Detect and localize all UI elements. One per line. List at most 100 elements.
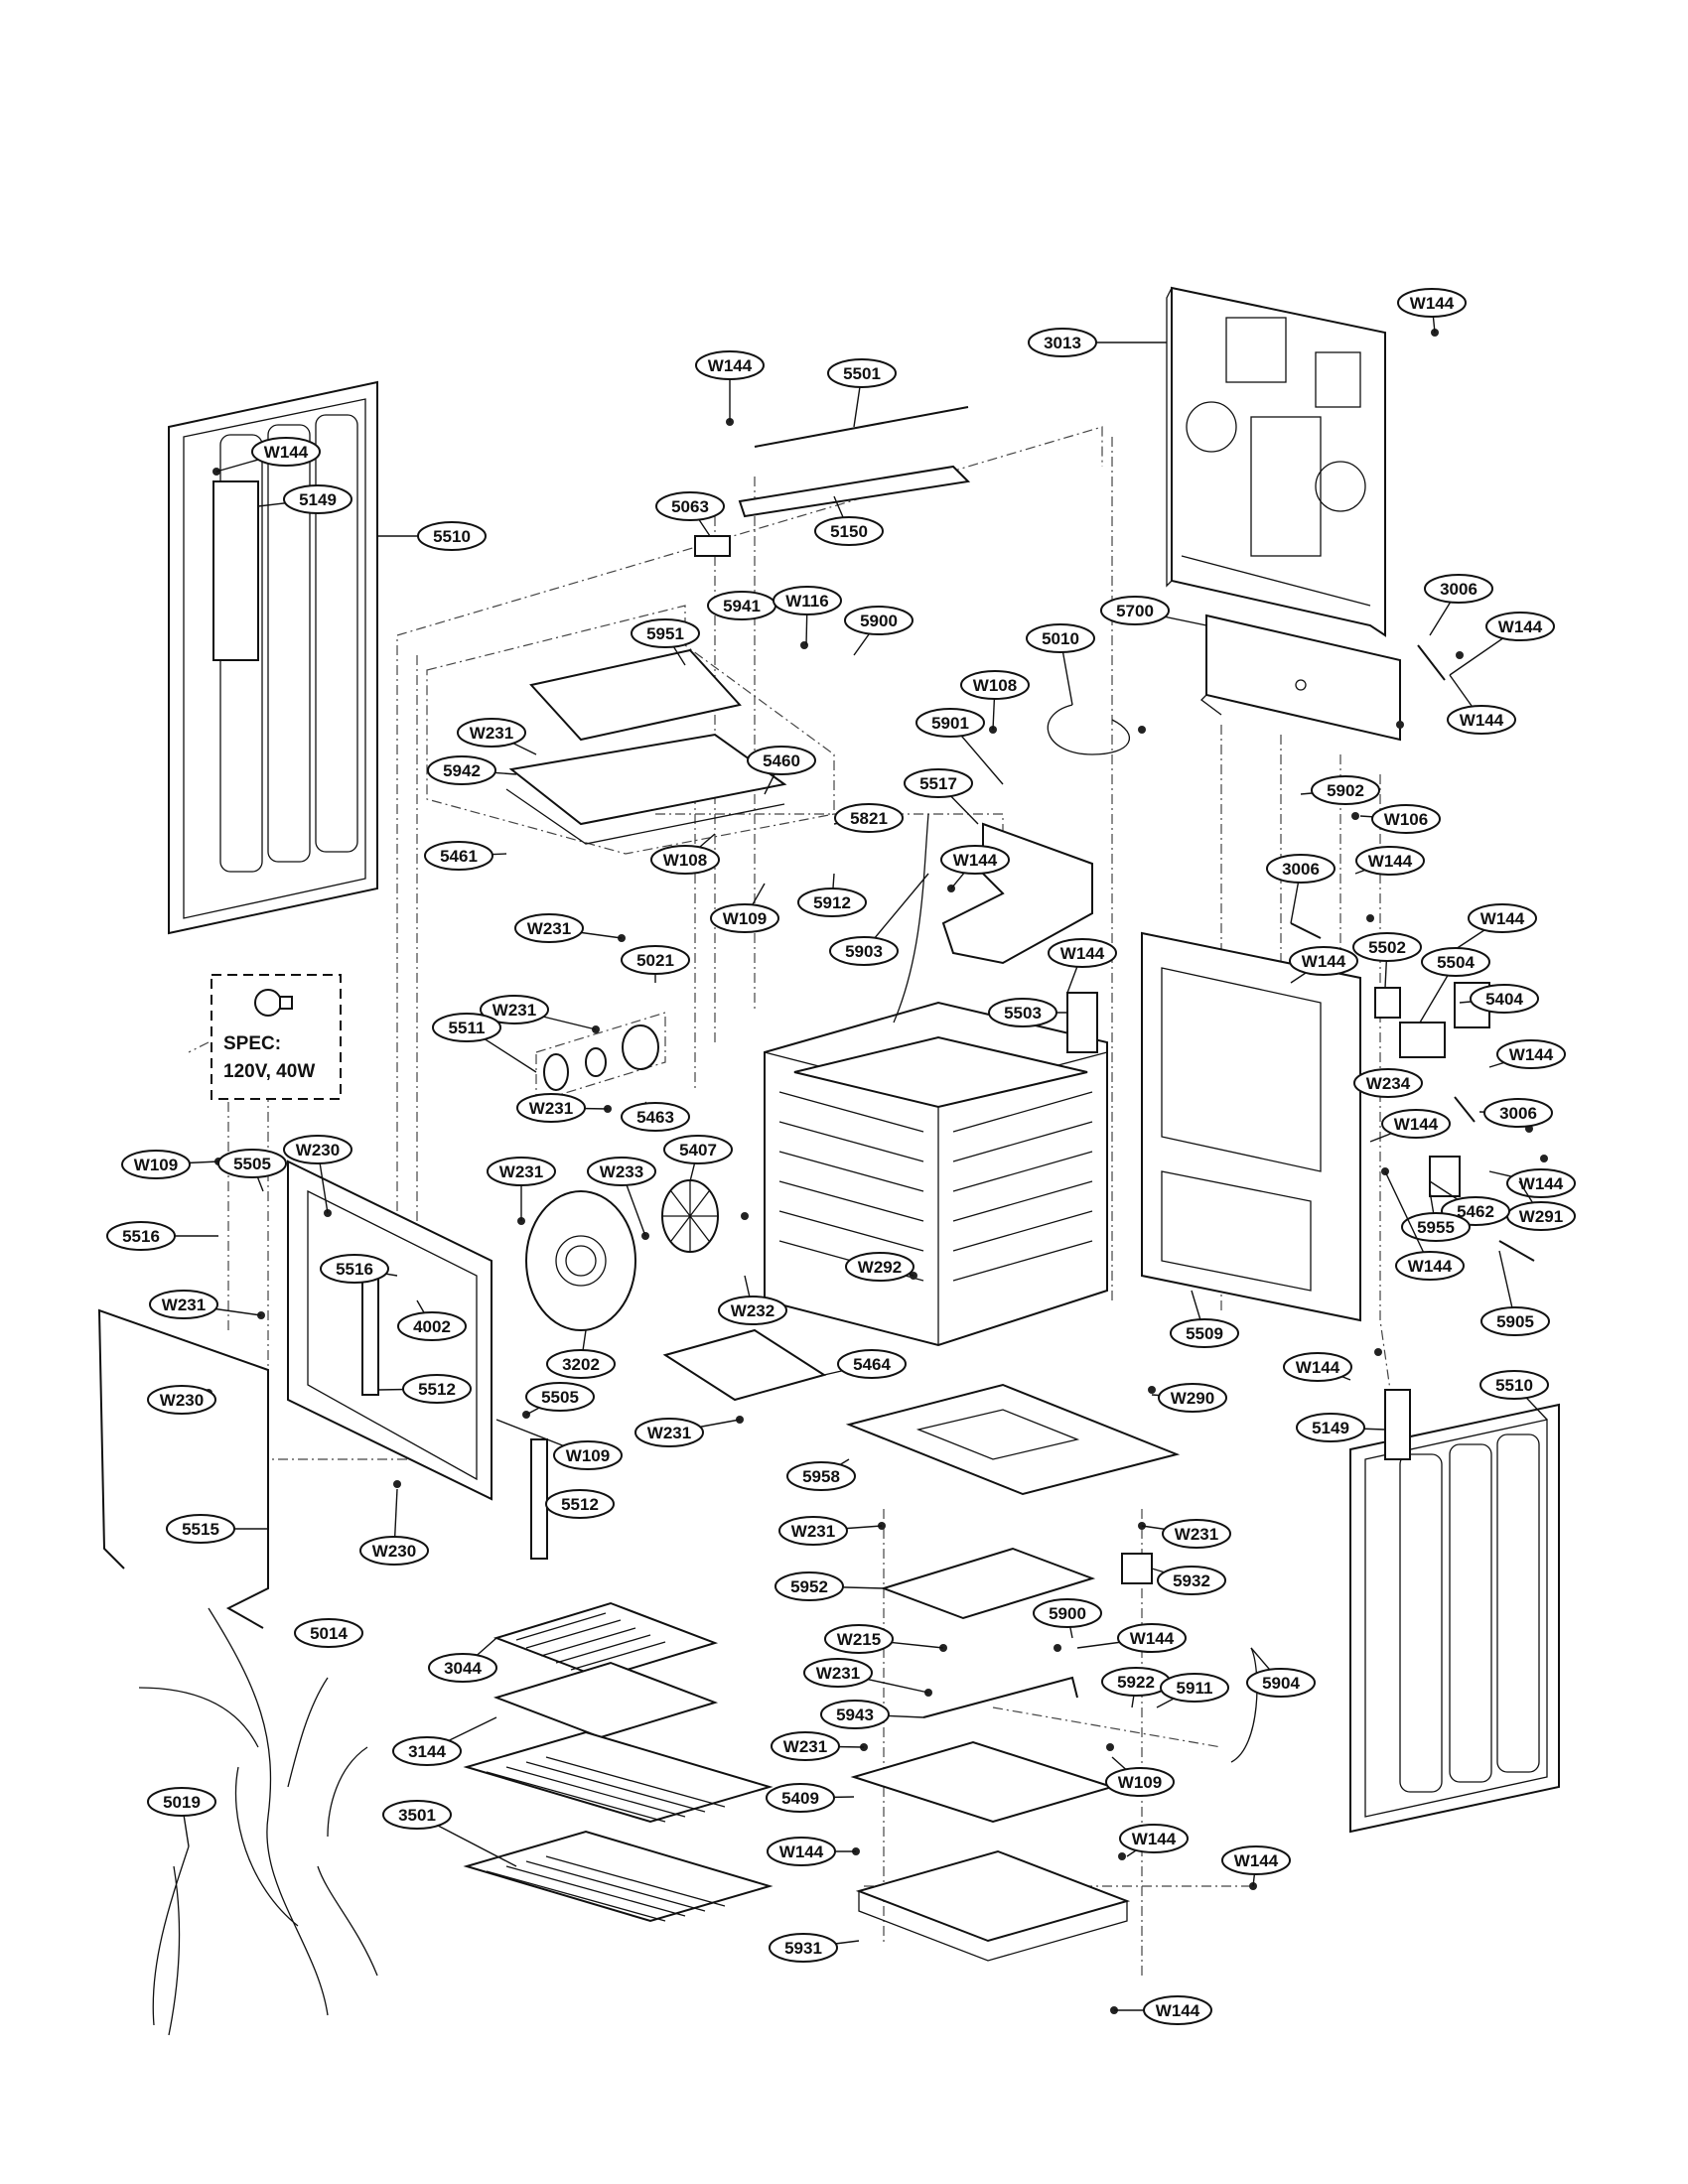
part-callout[interactable]: 5505: [525, 1382, 595, 1416]
part-callout[interactable]: W144: [215, 437, 321, 473]
part-callout[interactable]: 3006: [1424, 574, 1493, 636]
part-callout[interactable]: W144: [767, 1837, 856, 1866]
part-callout[interactable]: W144: [1114, 1995, 1212, 2025]
part-callout[interactable]: W109: [495, 1419, 623, 1470]
part-callout[interactable]: W109: [710, 883, 779, 933]
part-callout[interactable]: W144: [1447, 674, 1516, 735]
part-callout[interactable]: W144: [1384, 1170, 1465, 1281]
part-callout[interactable]: 5955: [1401, 1190, 1471, 1242]
part-callout[interactable]: 5512: [377, 1374, 472, 1404]
part-callout[interactable]: W234: [1353, 1068, 1423, 1098]
part-callout[interactable]: W231: [457, 718, 537, 755]
part-callout[interactable]: W231: [771, 1731, 865, 1761]
part-callout[interactable]: W231: [634, 1418, 741, 1447]
part-callout[interactable]: W109: [1105, 1756, 1175, 1797]
part-callout[interactable]: W232: [718, 1275, 787, 1325]
part-callout[interactable]: 5010: [1026, 623, 1095, 706]
part-callout[interactable]: 5407: [663, 1135, 733, 1182]
part-callout[interactable]: 5409: [766, 1783, 855, 1813]
part-callout[interactable]: 5932: [1151, 1566, 1226, 1595]
part-callout[interactable]: 5821: [833, 803, 904, 833]
part-callout[interactable]: W231: [487, 1157, 556, 1221]
part-callout[interactable]: 5942: [427, 755, 517, 785]
part-callout[interactable]: 5512: [545, 1489, 615, 1519]
part-callout[interactable]: 5019: [147, 1787, 216, 1847]
part-callout[interactable]: 5900: [1033, 1598, 1102, 1639]
part-callout[interactable]: W144: [1354, 846, 1425, 876]
part-callout[interactable]: 5021: [621, 945, 690, 983]
part-callout[interactable]: 5501: [827, 358, 897, 428]
part-callout[interactable]: W144: [1449, 612, 1555, 676]
part-callout[interactable]: 5941: [707, 591, 776, 620]
part-callout[interactable]: 5951: [631, 618, 700, 666]
part-callout[interactable]: W144: [1488, 1039, 1566, 1069]
part-callout[interactable]: 5901: [915, 708, 1004, 785]
part-callout[interactable]: W231: [778, 1516, 883, 1546]
part-callout[interactable]: 5510: [377, 521, 487, 551]
part-callout[interactable]: 5952: [774, 1571, 885, 1601]
part-callout[interactable]: W230: [359, 1488, 429, 1566]
part-callout[interactable]: 5511: [432, 1013, 537, 1073]
part-callout[interactable]: 5903: [829, 873, 929, 966]
part-callout[interactable]: 5464: [823, 1349, 907, 1379]
part-callout[interactable]: 5149: [257, 484, 352, 514]
part-callout[interactable]: 5905: [1480, 1250, 1550, 1336]
part-callout[interactable]: 5516: [320, 1254, 398, 1284]
part-callout[interactable]: 5902: [1300, 775, 1380, 805]
part-callout[interactable]: W144: [1119, 1824, 1189, 1857]
part-callout[interactable]: W231: [514, 913, 623, 943]
part-callout[interactable]: W108: [960, 670, 1030, 731]
part-callout[interactable]: W144: [1449, 903, 1537, 954]
part-callout[interactable]: W144: [1076, 1623, 1187, 1653]
part-callout[interactable]: 5404: [1459, 984, 1539, 1014]
part-callout[interactable]: 5911: [1156, 1673, 1229, 1708]
part-callout[interactable]: 3501: [382, 1800, 517, 1867]
part-callout[interactable]: W144: [1048, 938, 1117, 994]
part-callout[interactable]: W108: [650, 833, 720, 875]
part-callout[interactable]: 3202: [546, 1329, 616, 1379]
part-callout[interactable]: W292: [845, 1252, 914, 1282]
part-callout[interactable]: 5517: [904, 768, 979, 825]
part-callout[interactable]: W109: [121, 1150, 219, 1179]
part-callout[interactable]: W106: [1359, 804, 1441, 834]
part-callout[interactable]: 5063: [655, 491, 725, 537]
part-callout[interactable]: 5510: [1479, 1370, 1549, 1421]
part-callout[interactable]: W290: [1151, 1383, 1227, 1413]
part-callout[interactable]: W144: [695, 350, 765, 422]
part-callout[interactable]: 5516: [106, 1221, 218, 1251]
part-callout[interactable]: 5931: [769, 1933, 860, 1963]
part-callout[interactable]: 5150: [814, 495, 884, 546]
part-callout[interactable]: 4002: [397, 1299, 467, 1341]
part-callout[interactable]: W144: [1221, 1845, 1291, 1887]
part-callout[interactable]: W231: [480, 995, 597, 1030]
part-callout[interactable]: W144: [1369, 1109, 1451, 1143]
part-callout[interactable]: 3044: [428, 1637, 497, 1683]
part-callout[interactable]: W231: [1141, 1519, 1231, 1549]
part-callout[interactable]: W230: [283, 1135, 352, 1214]
part-callout[interactable]: 5700: [1100, 596, 1207, 626]
part-callout[interactable]: W230: [147, 1385, 216, 1415]
part-callout[interactable]: 5505: [217, 1149, 287, 1192]
part-callout[interactable]: 5509: [1170, 1290, 1239, 1348]
part-callout[interactable]: 5463: [621, 1101, 690, 1132]
part-callout[interactable]: 5958: [786, 1458, 856, 1491]
part-callout[interactable]: 5904: [1246, 1647, 1316, 1698]
part-callout[interactable]: 5943: [820, 1700, 924, 1729]
part-callout[interactable]: W231: [149, 1290, 262, 1319]
part-callout[interactable]: W144: [1397, 288, 1467, 334]
part-callout[interactable]: 5503: [988, 998, 1067, 1027]
part-callout[interactable]: 5460: [747, 746, 816, 795]
part-callout[interactable]: 5515: [166, 1514, 268, 1544]
part-callout[interactable]: 3006: [1266, 854, 1336, 924]
part-callout[interactable]: W215: [824, 1624, 944, 1654]
part-callout[interactable]: 5504: [1419, 947, 1490, 1024]
part-callout[interactable]: 3144: [392, 1716, 497, 1766]
part-callout[interactable]: W233: [587, 1157, 656, 1237]
part-callout[interactable]: 5149: [1296, 1413, 1386, 1442]
part-callout[interactable]: 5461: [424, 841, 507, 871]
part-callout[interactable]: W144: [1289, 946, 1358, 984]
part-callout[interactable]: 3013: [1028, 328, 1167, 357]
part-callout[interactable]: W144: [940, 845, 1010, 889]
part-callout[interactable]: 5900: [844, 606, 914, 656]
part-callout[interactable]: 5912: [797, 873, 867, 917]
